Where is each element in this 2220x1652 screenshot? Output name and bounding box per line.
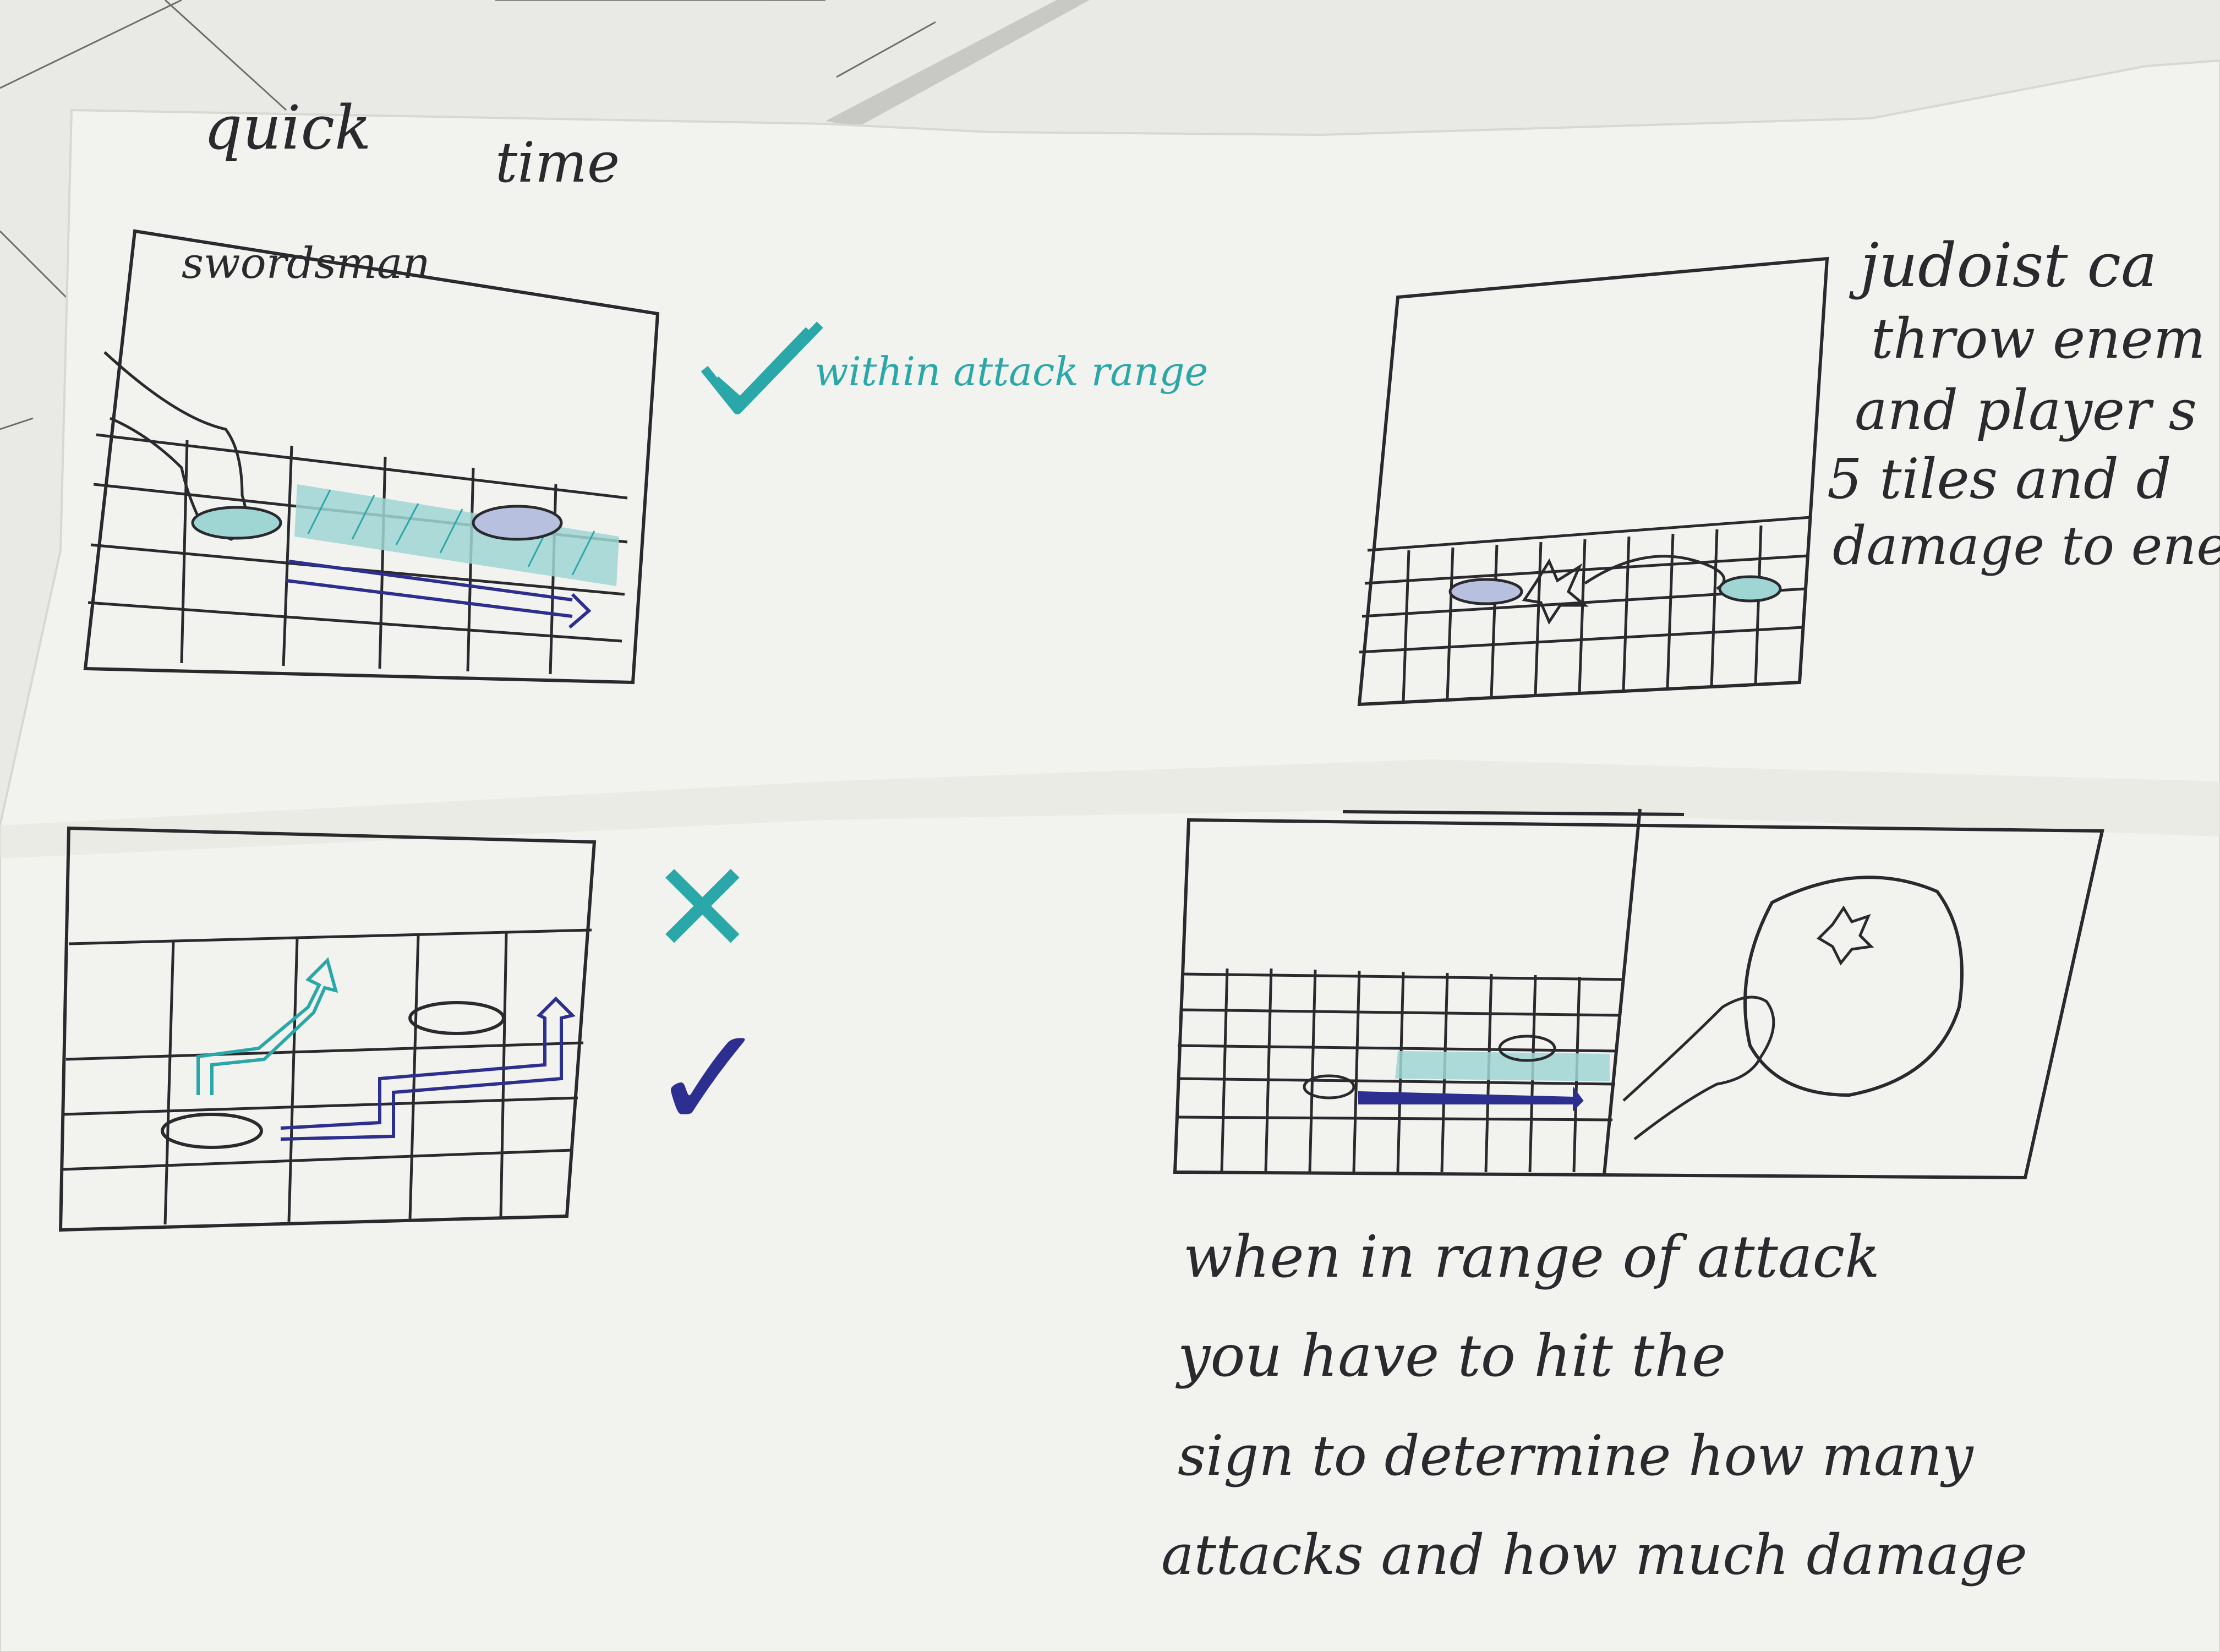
range-hatching [307, 489, 595, 576]
note-line: sign to determine how many [1178, 1424, 1974, 1488]
panel-frame [1357, 256, 1829, 707]
title-quick: quick [204, 92, 371, 163]
sign-burst-icon [1816, 905, 1874, 966]
panel-frame [1173, 818, 2104, 1180]
attack-sign-note: when in range of attack you have to hit … [1161, 1223, 2027, 1587]
background-grid-paper [0, 0, 936, 430]
annotation-within-attack-range: within attack range [814, 348, 1208, 395]
attack-arrow [1358, 1086, 1584, 1112]
wrong-path-arrow [196, 957, 338, 1095]
enemy-token [408, 1001, 505, 1035]
impact-burst-icon [1522, 558, 1589, 625]
panel-frame [83, 229, 660, 685]
attack-sign-bubble [1743, 876, 1964, 1097]
paper-sheet [0, 59, 2220, 1652]
storyboard-panel-judoist [1357, 256, 1829, 707]
note-line: you have to hit the [1175, 1322, 1726, 1390]
player-token [1448, 578, 1523, 605]
note-line: judoist ca [1849, 230, 2157, 300]
tile-grid [63, 928, 592, 1225]
enemy-token [472, 505, 563, 541]
note-line: attacks and how much damage [1161, 1523, 2027, 1587]
panel-frame [58, 826, 597, 1232]
enemy-token [1498, 1035, 1556, 1062]
note-line: when in range of attack [1183, 1223, 1880, 1290]
note-line: throw enem [1871, 307, 2206, 371]
judoist-note: judoist ca throw enem and player s 5 til… [1827, 230, 2220, 577]
panel-top-line [1342, 810, 1685, 816]
tapping-hand [1622, 995, 1775, 1140]
throw-arc [1584, 555, 1726, 590]
panel-label-swordsman: swordsman [182, 239, 430, 288]
paper-fold-shadow [0, 759, 2220, 858]
attack-range-highlight [294, 484, 619, 586]
panel-divider [1603, 808, 1642, 1175]
storyboard-panel-swordsman: swordsman [83, 229, 660, 685]
right-mark-icon: ✓ [649, 996, 769, 1162]
title-time: time [495, 130, 620, 195]
note-line: 5 tiles and d [1827, 447, 2172, 511]
note-line: and player s [1855, 378, 2197, 442]
background-card-edge [825, 0, 1090, 127]
player-token [1303, 1074, 1355, 1099]
attack-range-highlight [1395, 1051, 1610, 1081]
correct-path-arrow [280, 996, 576, 1141]
note-line: damage to ene [1833, 515, 2220, 577]
storyboard-panel-attack-sign [1173, 808, 2104, 1180]
player-token [161, 1113, 263, 1149]
check-mark-icon [701, 321, 823, 414]
storyboard-panel-movement [58, 826, 597, 1232]
attack-arrow [286, 560, 592, 629]
wrong-mark-icon: ✕ [649, 835, 756, 982]
player-token [191, 506, 282, 540]
enemy-token [1718, 575, 1782, 603]
